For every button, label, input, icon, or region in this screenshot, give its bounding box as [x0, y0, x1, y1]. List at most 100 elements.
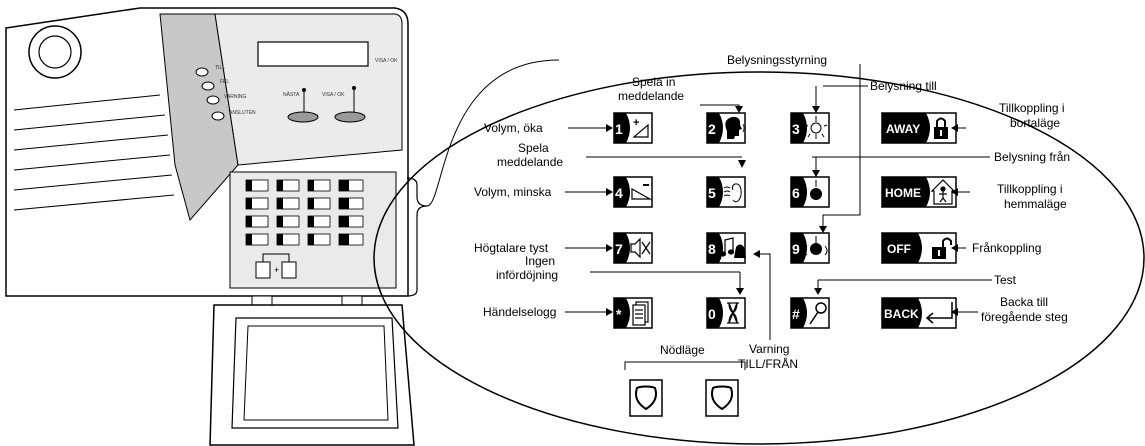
- lock-open-icon: [932, 237, 952, 259]
- magnifier-icon: [809, 302, 827, 325]
- zoom-pointer: [426, 59, 560, 207]
- key-6-light-off[interactable]: 6: [790, 176, 830, 208]
- key-5-play-message[interactable]: 5: [706, 176, 746, 208]
- label-varning-1: Varning: [749, 342, 789, 356]
- label-tillkoppling-hemma-2: hemmaläge: [1004, 197, 1067, 211]
- label-nodlage: Nödläge: [660, 343, 705, 357]
- label-ingen-2: infördöjning: [496, 268, 558, 282]
- key-8-alert-toggle[interactable]: 8: [706, 232, 746, 264]
- bell-icon: [734, 244, 746, 258]
- label-belysning-till: Belysning till: [870, 79, 937, 93]
- led-label-varning: VARNING: [224, 94, 247, 100]
- led-fel: [201, 81, 215, 91]
- label-spela-2: meddelande: [497, 155, 563, 169]
- keypad-bracket: [406, 177, 428, 297]
- house-person-icon: [930, 179, 956, 205]
- cover-inner-panel: [243, 325, 389, 421]
- key-9-lighting-control[interactable]: 9: [790, 232, 830, 264]
- ear-icon: [723, 183, 742, 203]
- key-1-volume-up[interactable]: 1 +: [613, 112, 653, 144]
- label-handelselogg: Händelselogg: [483, 305, 556, 319]
- led-label-ansluten: ANSLUTEN: [229, 110, 256, 116]
- nav-label-visa-ok: VISA / OK: [322, 92, 345, 98]
- speaker-mute-icon: [630, 237, 651, 259]
- svg-text:+: +: [633, 117, 639, 129]
- label-belysning-fran: Belysning från: [994, 150, 1070, 164]
- led-label-fel: FEL: [220, 79, 229, 85]
- led-till: [195, 67, 209, 77]
- panel-display-area: [214, 13, 403, 166]
- key-off-disarm[interactable]: OFF: [881, 232, 957, 264]
- label-test: Test: [994, 273, 1017, 287]
- return-arrow-icon: [925, 302, 953, 324]
- led-varning: [206, 95, 220, 105]
- key-3-number: 3: [792, 121, 800, 137]
- key-4-volume-down[interactable]: 4: [613, 176, 653, 208]
- key-away-arm[interactable]: AWAY: [881, 112, 957, 144]
- label-hogtalare-tyst: Högtalare tyst: [474, 241, 549, 255]
- alarm-panel-illustration: TILL FEL VARNING ANSLUTEN VISA / OK NÄST…: [5, 7, 428, 446]
- emergency-key-right[interactable]: [705, 379, 739, 417]
- nasta-button[interactable]: [287, 111, 319, 123]
- label-ingen-1: Ingen: [525, 254, 555, 268]
- key-9-number: 9: [792, 241, 800, 257]
- speaker-grille: [13, 94, 175, 211]
- label-varning-2: TILL/FRÅN: [738, 356, 798, 371]
- key-hash-symbol: #: [792, 306, 800, 322]
- panel-mini-keys: +: [245, 179, 364, 279]
- key-6-number: 6: [792, 185, 800, 201]
- key-8-number: 8: [708, 241, 716, 257]
- svg-text:+: +: [274, 265, 279, 275]
- label-spela-in-2: meddelande: [618, 89, 684, 103]
- key-4-number: 4: [615, 185, 623, 201]
- key-2-number: 2: [708, 121, 716, 137]
- home-label: HOME: [885, 186, 921, 200]
- key-hash-test[interactable]: #: [790, 297, 830, 329]
- document-icon: [632, 301, 649, 326]
- key-5-number: 5: [708, 185, 716, 201]
- key-2-record-message[interactable]: 2: [706, 112, 746, 144]
- callout-arrowheads: [606, 106, 958, 316]
- volume-up-icon: [632, 123, 649, 138]
- callout-labels: Volym, öka Spela in meddelande Belysning…: [474, 53, 1070, 371]
- label-spela-in-1: Spela in: [632, 75, 675, 89]
- lcd-screen: [257, 41, 369, 67]
- zoom-ellipse: [373, 71, 1145, 445]
- label-volym-minska: Volym, minska: [474, 185, 552, 199]
- label-frankoppling: Frånkoppling: [972, 241, 1041, 255]
- key-7-speaker-mute[interactable]: 7: [613, 232, 653, 264]
- label-tillkoppling-borta-1: Tillkoppling i: [999, 101, 1065, 115]
- lock-closed-icon: [934, 117, 948, 139]
- key-7-number: 7: [615, 241, 623, 257]
- label-tillkoppling-borta-2: bortaläge: [1010, 116, 1060, 130]
- off-label: OFF: [887, 242, 911, 256]
- key-3-light-on[interactable]: 3: [790, 112, 830, 144]
- key-0-no-delay[interactable]: 0: [706, 297, 746, 329]
- speaking-head-icon: [725, 116, 742, 139]
- panel-grey-strip: [159, 13, 239, 222]
- label-volym-oka: Volym, öka: [484, 121, 543, 135]
- callout-lines: [565, 64, 992, 370]
- lamp-on-icon: [804, 116, 828, 139]
- hourglass-crossed-icon: [727, 302, 739, 324]
- visa-ok-button[interactable]: [334, 111, 366, 123]
- away-label: AWAY: [886, 122, 920, 136]
- key-star-event-log[interactable]: *: [613, 297, 653, 329]
- label-backa-2: föregående steg: [981, 310, 1068, 324]
- key-back[interactable]: BACK: [881, 297, 957, 329]
- key-star-symbol: *: [616, 306, 622, 322]
- nav-label-nasta: NÄSTA: [283, 91, 300, 98]
- label-backa-1: Backa till: [1000, 295, 1048, 309]
- lamp-off-icon: [810, 180, 822, 200]
- back-label: BACK: [884, 307, 919, 321]
- label-tillkoppling-hemma-1: Tillkoppling i: [997, 182, 1063, 196]
- display-side-label: VISA / OK: [375, 58, 398, 64]
- key-1-number: 1: [615, 121, 623, 137]
- volume-down-icon: [631, 187, 653, 200]
- lamp-cycle-icon: [804, 236, 828, 256]
- led-ansluten: [211, 111, 225, 121]
- label-belysningsstyrning: Belysningsstyrning: [727, 53, 827, 67]
- key-home-arm[interactable]: HOME: [881, 176, 957, 208]
- emergency-key-left[interactable]: [629, 379, 663, 417]
